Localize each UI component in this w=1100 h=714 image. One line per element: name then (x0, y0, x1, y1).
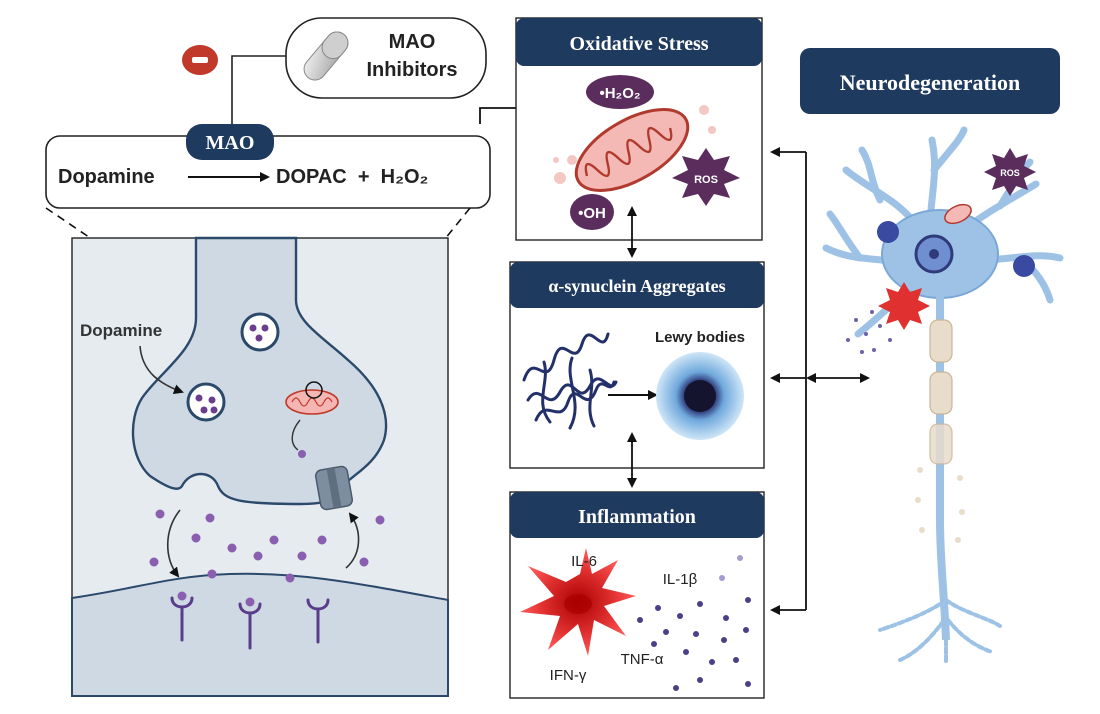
neuron-icon: ROS (822, 126, 1064, 664)
vesicle (240, 312, 280, 352)
vesicle (186, 382, 226, 422)
neuron-ros-label: ROS (1000, 168, 1020, 178)
il1b-label: IL-1β (663, 571, 698, 588)
synapse-dopamine-label: Dopamine (80, 321, 162, 340)
pill-icon (303, 31, 349, 81)
dopamine-dot (195, 394, 203, 402)
transporter-icon (314, 465, 354, 511)
il6-label: IL-6 (571, 553, 597, 570)
neuron-axon (936, 296, 950, 641)
neurodegeneration-header (800, 48, 1060, 114)
ifn-label: IFN-γ (550, 667, 587, 684)
oxidative-stress-panel: Oxidative Stress •H₂O₂ ROS •OH (515, 17, 763, 241)
neuron-cytokine-dots (846, 310, 892, 354)
mao-inhibitor-line2: Inhibitors (366, 59, 457, 81)
cytokine-dots (637, 555, 751, 691)
dopamine-dot (210, 406, 218, 414)
mito-fragments (553, 105, 716, 184)
tnf-label: TNF-α (621, 651, 664, 668)
mitochondrion (285, 389, 339, 415)
mito-curve-arrow (291, 419, 301, 451)
reaction-group: MAO Dopamine DOPAC + H₂O₂ (45, 103, 530, 209)
oh-badge (570, 194, 614, 230)
ros-burst-icon (672, 148, 740, 206)
neuron-ros-burst-icon (984, 148, 1036, 196)
reaction-substrate: Dopamine (58, 166, 155, 188)
postsynaptic-membrane (71, 572, 449, 697)
satellite-cell (1013, 255, 1035, 277)
mao-inhibitor-line1: MAO (389, 31, 436, 53)
microglia-nucleus (564, 594, 592, 614)
synapse-panel: Dopamine (71, 236, 449, 697)
reaction-to-oxidative-arrow (479, 103, 530, 124)
ros-label: ROS (694, 174, 718, 186)
inflammation-title: Inflammation (578, 506, 696, 528)
h2o2-badge (586, 75, 654, 109)
inflammation-header (510, 492, 764, 538)
lewy-body-core (684, 380, 716, 412)
neurodegeneration-title: Neurodegeneration (840, 70, 1020, 95)
protein-aggregate-icon (522, 332, 618, 430)
neuron-mitochondrion (944, 203, 972, 225)
presynaptic-terminal (131, 236, 388, 506)
inhibitor-connector (231, 55, 286, 124)
neuron-inflam-burst (878, 282, 930, 330)
synuclein-panel: α-synuclein Aggregates Lewy bodies (509, 261, 765, 469)
dopamine-dot (249, 324, 257, 332)
mao-inhibitor-group: MAO Inhibitors (182, 17, 487, 124)
dopamine-dot (200, 406, 208, 414)
satellite-cell (877, 221, 899, 243)
minus-icon (192, 57, 208, 63)
h2o2-label: •H₂O₂ (599, 85, 640, 102)
zoom-circle (305, 381, 323, 399)
damaged-mitochondrion (574, 108, 690, 192)
oh-label: •OH (578, 205, 606, 222)
reaction-product: DOPAC + H₂O₂ (276, 166, 428, 188)
mao-enzyme-label: MAO (206, 132, 255, 154)
synuclein-title: α-synuclein Aggregates (548, 276, 725, 296)
receptor-icon (238, 602, 262, 650)
dopamine-label-arrow (139, 345, 184, 394)
dopamine-dot (208, 396, 216, 404)
inflammation-panel: Inflammation IL-6 IL-1β TNF-α IFN-γ (509, 491, 765, 699)
neurodegeneration-group: Neurodegeneration (800, 48, 1064, 664)
receptor-icon (306, 598, 330, 644)
cleft-dopamine-group (149, 509, 385, 583)
dopamine-dot (298, 450, 306, 458)
release-arrow (167, 509, 181, 578)
synuclein-header (510, 262, 764, 308)
mao-enzyme-badge (186, 124, 274, 160)
dopamine-dot (177, 591, 187, 601)
feedback-connector (770, 147, 870, 615)
dopamine-dot (261, 324, 269, 332)
lewy-label: Lewy bodies (655, 329, 745, 346)
dopamine-dot (255, 334, 263, 342)
myelin-debris (915, 467, 965, 543)
receptor-icon (170, 596, 194, 642)
reuptake-arrow (345, 512, 360, 569)
oxidative-title: Oxidative Stress (569, 33, 708, 55)
dopamine-dot (245, 597, 255, 607)
oxidative-header (516, 18, 762, 66)
myelin-sheath (929, 319, 953, 465)
